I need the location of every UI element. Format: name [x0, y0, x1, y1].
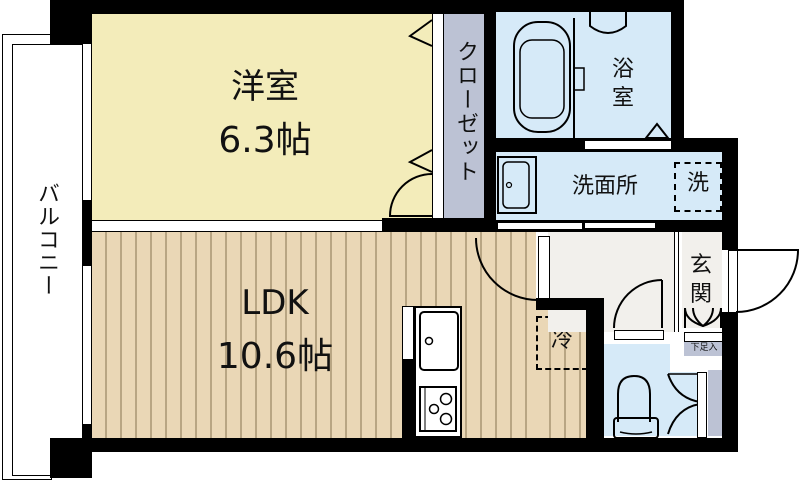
main-door-swing-icon — [735, 249, 800, 313]
partition-sliding-door[interactable] — [92, 220, 382, 232]
entrance-label: 玄関 — [689, 253, 712, 307]
entrance — [682, 232, 722, 328]
hallway — [548, 232, 674, 332]
shoe-storage — [684, 342, 724, 356]
shoe-storage-label: 下足入 — [690, 343, 718, 353]
toilet-wall-left — [586, 298, 604, 438]
storage-door-swing-icon — [667, 373, 701, 435]
left-wall-ldk-top — [82, 244, 92, 266]
left-wall-ldk-bottom — [82, 424, 92, 438]
kitchen-window — [402, 306, 414, 360]
shoe-box-door[interactable] — [684, 332, 724, 342]
ldk-window — [82, 266, 92, 424]
bathroom-door[interactable] — [584, 140, 672, 150]
top-wall — [50, 0, 484, 14]
washing-machine-space — [674, 162, 722, 212]
kitchen-sink-icon — [419, 311, 459, 371]
shoe-box-door-icon — [684, 307, 722, 328]
bathtub-icon — [513, 18, 585, 138]
refrigerator-label: 冷 — [550, 328, 573, 353]
balcony-inner — [12, 44, 84, 476]
kitchen-wall — [402, 358, 414, 438]
toilet-icon — [613, 374, 659, 439]
toilet-storage-door[interactable] — [697, 372, 707, 438]
left-wall-bottom — [50, 438, 92, 478]
western-room — [92, 12, 432, 220]
bathroom-label: 浴室 — [611, 57, 634, 111]
closet-bath-wall — [484, 0, 496, 232]
closet-label: クローゼット — [453, 40, 478, 184]
closet — [442, 12, 484, 220]
western-room-size: 6.3帖 — [218, 120, 312, 161]
western-room-door-swing-icon — [388, 173, 433, 217]
closet-door-swing-icon — [407, 19, 433, 173]
right-wall-lower — [722, 312, 738, 452]
fridge-wall — [536, 298, 602, 310]
gas-stove-icon — [419, 386, 457, 432]
closet-door[interactable] — [432, 12, 444, 220]
bottom-wall — [50, 438, 738, 452]
toilet-storage — [708, 370, 722, 436]
left-wall-top — [50, 0, 92, 44]
balcony-label: バルコニー — [34, 182, 59, 297]
washbasin-icon — [497, 156, 537, 214]
ldk-name: LDK — [241, 283, 309, 323]
left-wall-mid — [82, 200, 92, 244]
closet-bottom-wall — [382, 218, 484, 232]
entrance-step-line — [674, 232, 679, 332]
kitchen-counter — [414, 306, 462, 438]
western-room-window — [82, 44, 92, 200]
shower-head-icon — [589, 12, 627, 34]
toilet-door[interactable] — [614, 330, 664, 340]
right-wall — [722, 138, 738, 250]
toilet-door-swing-icon — [613, 279, 663, 329]
washroom-door[interactable] — [497, 222, 583, 230]
western-room-name: 洋室 — [231, 67, 299, 107]
washroom-label: 洗面所 — [571, 174, 638, 199]
ldk-door-swing-icon — [475, 237, 539, 301]
bath-right-wall — [671, 0, 684, 152]
washroom-door-2[interactable] — [584, 222, 656, 229]
ldk — [92, 232, 536, 438]
top-wall-bath — [484, 0, 684, 12]
ldk-size: 10.6帖 — [216, 336, 334, 377]
washing-machine-label: 洗 — [686, 171, 709, 196]
